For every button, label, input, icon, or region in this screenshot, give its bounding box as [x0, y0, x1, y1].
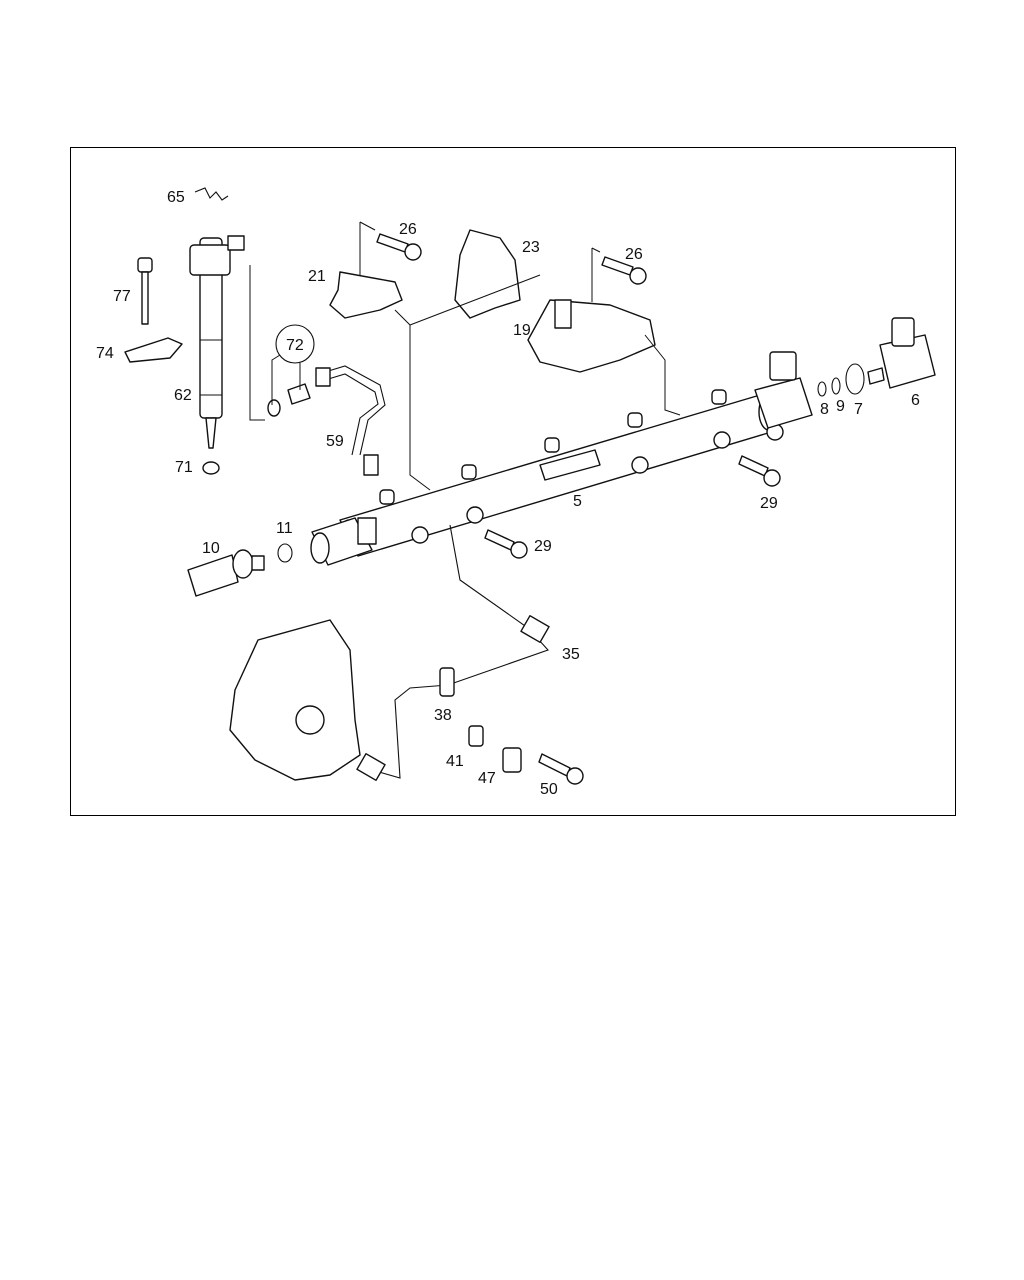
- callout-7: 7: [854, 401, 863, 418]
- fuel-rail[interactable]: [338, 389, 784, 557]
- sensor-10[interactable]: [187, 549, 265, 597]
- bracket-21[interactable]: [329, 271, 403, 319]
- callout-9: 9: [836, 398, 845, 415]
- callout-77: 77: [113, 288, 131, 305]
- callout-71: 71: [175, 459, 193, 476]
- pump-port: [295, 705, 325, 735]
- leader-lines: [249, 221, 681, 491]
- rail-pressure-regulator[interactable]: [754, 351, 813, 429]
- clip-65[interactable]: [194, 187, 229, 201]
- diagram-frame: [70, 147, 956, 816]
- bolt-26a[interactable]: [376, 233, 422, 261]
- rail-pressure-sensor[interactable]: [310, 517, 377, 566]
- bolt-50[interactable]: [538, 753, 584, 785]
- bracket-19-stud: [554, 299, 572, 329]
- callout-10: 10: [202, 540, 220, 557]
- bracket-23[interactable]: [454, 229, 521, 319]
- washer-11[interactable]: [277, 543, 293, 563]
- fitting-72[interactable]: [267, 383, 311, 417]
- callout-11: 11: [276, 520, 293, 537]
- callout-50: 50: [540, 781, 558, 798]
- callout-21: 21: [308, 268, 326, 285]
- bolt-26b[interactable]: [601, 256, 647, 285]
- bracket-19[interactable]: [527, 299, 656, 373]
- callout-26a: 26: [399, 221, 417, 238]
- washer-8[interactable]: [817, 381, 827, 397]
- clip-41[interactable]: [468, 725, 484, 747]
- clamp-38[interactable]: [439, 667, 455, 697]
- callout-6: 6: [911, 392, 920, 409]
- bolt-29a[interactable]: [738, 455, 781, 487]
- callout-59: 59: [326, 433, 344, 450]
- spacer-47[interactable]: [502, 747, 522, 773]
- seal-ring-71[interactable]: [202, 461, 220, 475]
- callout-5: 5: [573, 493, 582, 510]
- injector-62[interactable]: [189, 235, 245, 449]
- callout-labels: 65 77 74 62 71 72 59 21 26 23 26 19 5 8 …: [96, 189, 920, 798]
- washer-9[interactable]: [831, 377, 841, 395]
- high-pressure-pump[interactable]: [229, 619, 361, 781]
- callout-41: 41: [446, 753, 464, 770]
- callout-26b: 26: [625, 246, 643, 263]
- callout-35: 35: [562, 646, 580, 663]
- callout-circle-72: [275, 324, 315, 364]
- callout-47: 47: [478, 770, 496, 787]
- callout-19: 19: [513, 322, 531, 339]
- o-ring-7[interactable]: [845, 363, 865, 395]
- bolt-29b[interactable]: [484, 529, 528, 559]
- callout-8: 8: [820, 401, 829, 418]
- callout-38: 38: [434, 707, 452, 724]
- callout-23: 23: [522, 239, 540, 256]
- leak-off-line-59[interactable]: [315, 365, 386, 476]
- callout-65: 65: [167, 189, 185, 206]
- callout-72: 72: [286, 337, 304, 354]
- callout-62: 62: [174, 387, 192, 404]
- high-pressure-line-35[interactable]: [356, 524, 550, 781]
- callout-29b: 29: [534, 538, 552, 555]
- callout-74: 74: [96, 345, 114, 362]
- callout-29a: 29: [760, 495, 778, 512]
- clamp-74[interactable]: [124, 337, 183, 363]
- bolt-77[interactable]: [137, 257, 153, 325]
- regulator-valve-6[interactable]: [867, 317, 936, 389]
